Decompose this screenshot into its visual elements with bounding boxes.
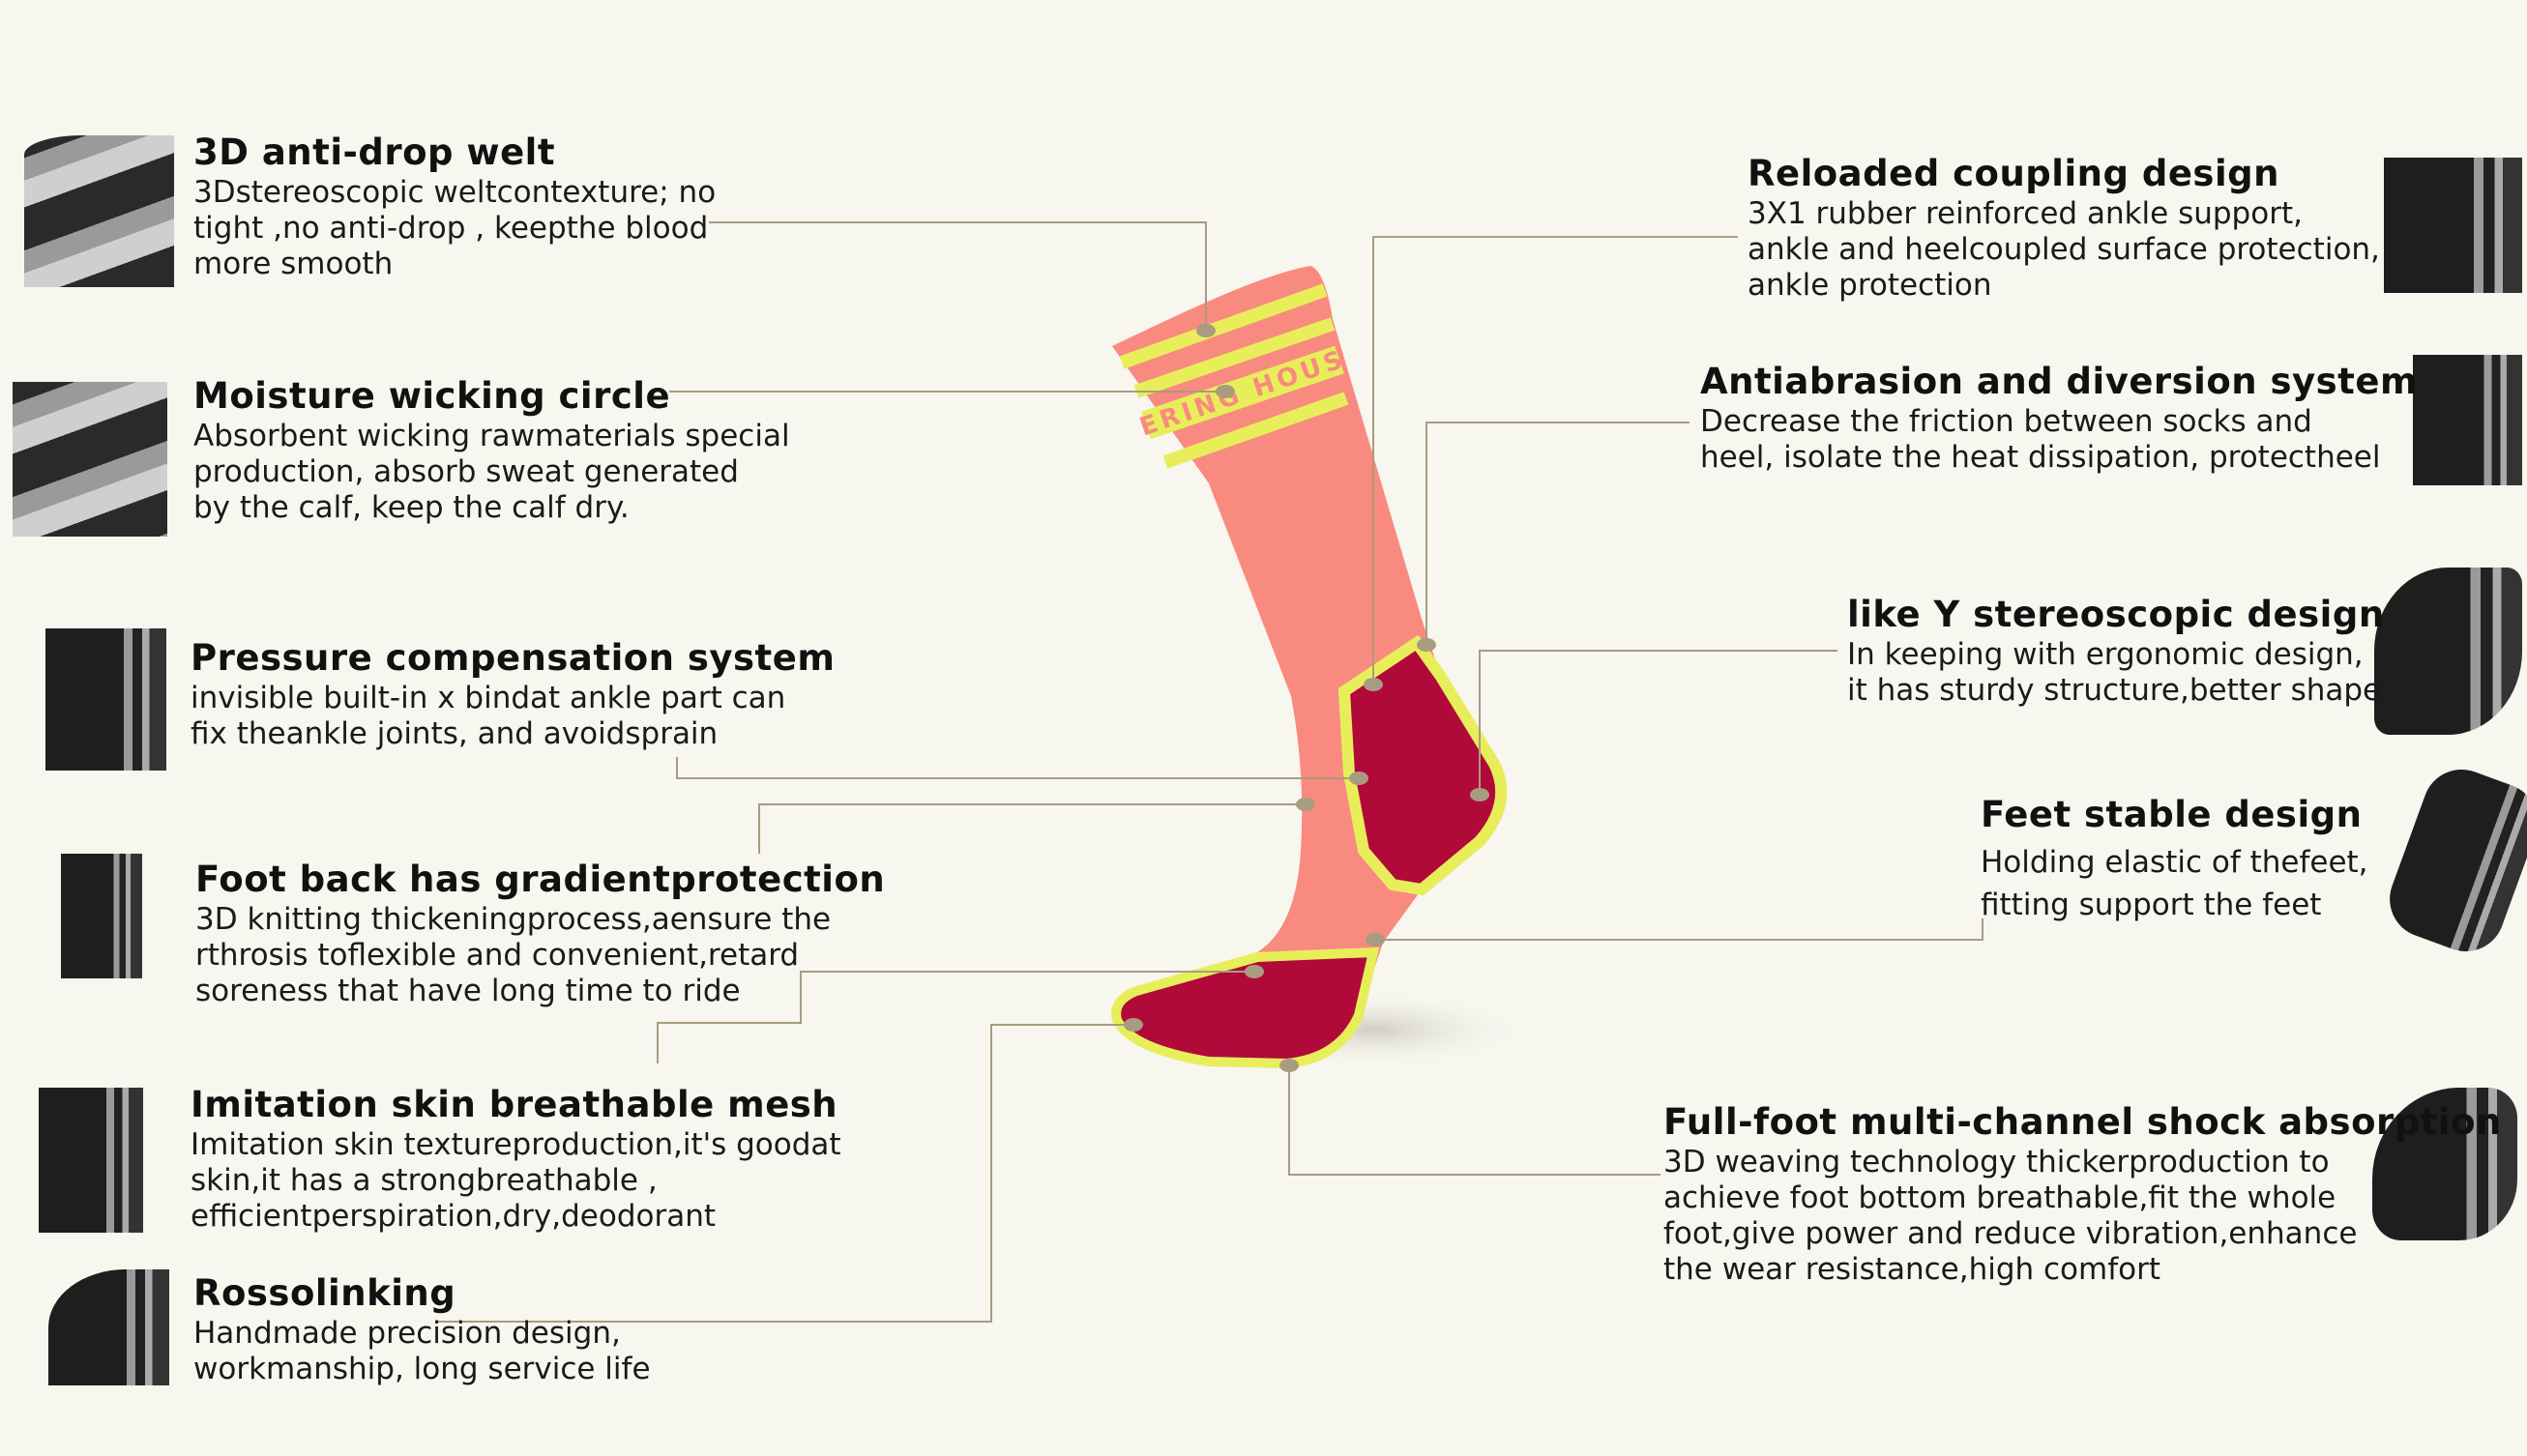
feature-desc: In keeping with ergonomic design, [1847, 637, 2364, 672]
feature-desc: the wear resistance,high comfort [1663, 1252, 2160, 1287]
welt-thumbnail [24, 135, 174, 287]
wicking-thumbnail [13, 382, 167, 537]
feature-desc: tight ,no anti-drop , keepthe blood [193, 211, 709, 246]
feature-title: Rossolinking [193, 1272, 456, 1314]
feature-desc: fitting support the feet [1981, 888, 2322, 922]
feature-desc: more smooth [193, 247, 394, 281]
feature-antiabrasion: Antiabrasion and diversion system Decrea… [1700, 360, 2418, 476]
feature-moisture-wicking: Moisture wicking circle Absorbent wickin… [193, 374, 790, 526]
feature-desc: by the calf, keep the calf dry. [193, 490, 630, 525]
feature-desc: skin,it has a strongbreathable , [191, 1163, 658, 1198]
feature-y-stereoscopic: like Y stereoscopic design In keeping wi… [1847, 593, 2385, 709]
feature-rossolinking: Rossolinking Handmade precision design, … [193, 1271, 651, 1387]
leader-lines [435, 221, 1983, 1323]
sock-toe [1111, 946, 1380, 1069]
feature-desc: Holding elastic of thefeet, [1981, 845, 2368, 880]
feature-desc: rthrosis toflexible and convenient,retar… [195, 938, 800, 973]
feature-title: Foot back has gradientprotection [195, 859, 886, 900]
feature-pressure-compensation: Pressure compensation system invisible b… [191, 636, 835, 752]
feature-desc: ankle protection [1748, 268, 1992, 303]
feature-desc: workmanship, long service life [193, 1352, 651, 1386]
feature-title: Reloaded coupling design [1748, 153, 2279, 194]
feature-title: Imitation skin breathable mesh [191, 1084, 838, 1125]
feature-desc: achieve foot bottom breathable,fit the w… [1663, 1180, 2336, 1215]
feature-desc: Imitation skin textureproduction,it's go… [191, 1127, 841, 1162]
feature-desc: soreness that have long time to ride [195, 974, 741, 1008]
feature-foot-back: Foot back has gradientprotection 3D knit… [195, 858, 885, 1009]
sock-stripes [1119, 283, 1349, 469]
feature-feet-stable: Feet stable design Holding elastic of th… [1981, 793, 2368, 923]
feature-title: Feet stable design [1981, 794, 2363, 835]
feature-title: Pressure compensation system [191, 637, 836, 679]
feature-desc: efficientperspiration,dry,deodorant [191, 1199, 717, 1234]
feature-desc: Absorbent wicking rawmaterials special [193, 419, 790, 453]
rosso-thumbnail [48, 1269, 169, 1385]
feature-breathable-mesh: Imitation skin breathable mesh Imitation… [191, 1083, 841, 1235]
feature-reloaded-coupling: Reloaded coupling design 3X1 rubber rein… [1748, 152, 2380, 304]
y-design-thumbnail [2374, 568, 2522, 735]
feature-desc: 3X1 rubber reinforced ankle support, [1748, 196, 2303, 231]
feature-desc: Decrease the friction between socks and [1700, 404, 2312, 439]
feature-title: like Y stereoscopic design [1847, 594, 2385, 635]
sock-band [1141, 345, 1344, 440]
feature-desc: invisible built-in x bindat ankle part c… [191, 681, 786, 715]
feature-desc: 3D weaving technology thickerproduction … [1663, 1145, 2330, 1179]
feature-desc: ankle and heelcoupled surface protection… [1748, 232, 2380, 267]
sock-heel [1337, 634, 1508, 896]
feature-desc: 3D knitting thickeningprocess,aensure th… [195, 902, 832, 937]
feature-desc: production, absorb sweat generated [193, 454, 739, 489]
feature-title: Antiabrasion and diversion system [1700, 361, 2419, 402]
feature-title: Full-foot multi-channel shock absorption [1663, 1101, 2502, 1143]
feature-title: Moisture wicking circle [193, 375, 671, 417]
feature-desc: 3Dstereoscopic weltcontexture; no [193, 175, 717, 210]
feature-desc: Handmade precision design, [193, 1316, 621, 1351]
feature-title: 3D anti-drop welt [193, 131, 556, 173]
pressure-thumbnail [45, 628, 166, 771]
leader-dots [1124, 324, 1489, 1072]
feature-anti-drop-welt: 3D anti-drop welt 3Dstereoscopic weltcon… [193, 131, 716, 282]
mesh-thumbnail [39, 1088, 143, 1233]
feature-desc: foot,give power and reduce vibration,enh… [1663, 1216, 2358, 1251]
coupling-thumbnail [2384, 158, 2522, 293]
feature-desc: fix theankle joints, and avoidsprain [191, 716, 719, 751]
feature-desc: heel, isolate the heat dissipation, prot… [1700, 440, 2381, 475]
antiabrasion-thumbnail [2413, 355, 2522, 485]
feature-desc: it has sturdy structure,better shape [1847, 673, 2382, 708]
foot-back-thumbnail [61, 854, 142, 978]
feature-shock-absorption: Full-foot multi-channel shock absorption… [1663, 1100, 2502, 1288]
